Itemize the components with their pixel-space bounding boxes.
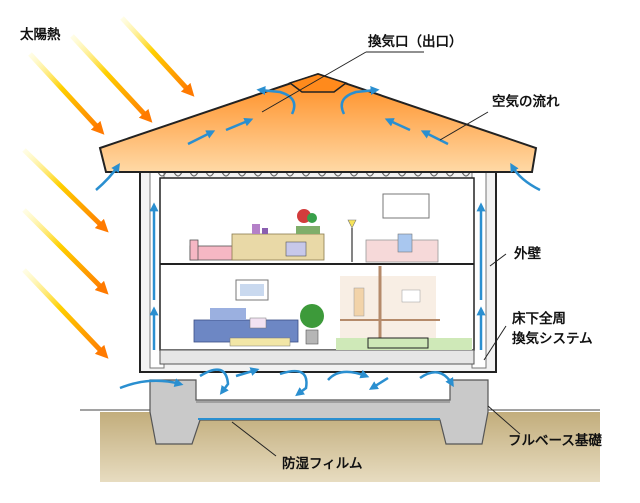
solar-heat-label: 太陽熱 [20, 26, 61, 43]
vent-outlet-label: 換気口（出口） [368, 33, 463, 50]
upper-room [189, 193, 439, 263]
airflow-arrows [95, 86, 541, 397]
moisture-film-label: 防湿フィルム [282, 455, 362, 472]
leader-lines [231, 51, 521, 457]
underfloor-ventilation-label-2: 換気システム [512, 330, 593, 347]
plant-icon [300, 304, 324, 328]
full-base-foundation-label: フルベース基礎 [508, 432, 602, 449]
solar-heat-arrows [22, 16, 195, 359]
lower-room [193, 266, 472, 350]
roof [98, 72, 538, 173]
underfloor-ventilation-label-1: 床下全周 [512, 310, 566, 327]
full-base-foundation [149, 379, 489, 445]
airflow-label: 空気の流れ [492, 93, 560, 110]
outer-wall-label: 外壁 [514, 245, 542, 262]
